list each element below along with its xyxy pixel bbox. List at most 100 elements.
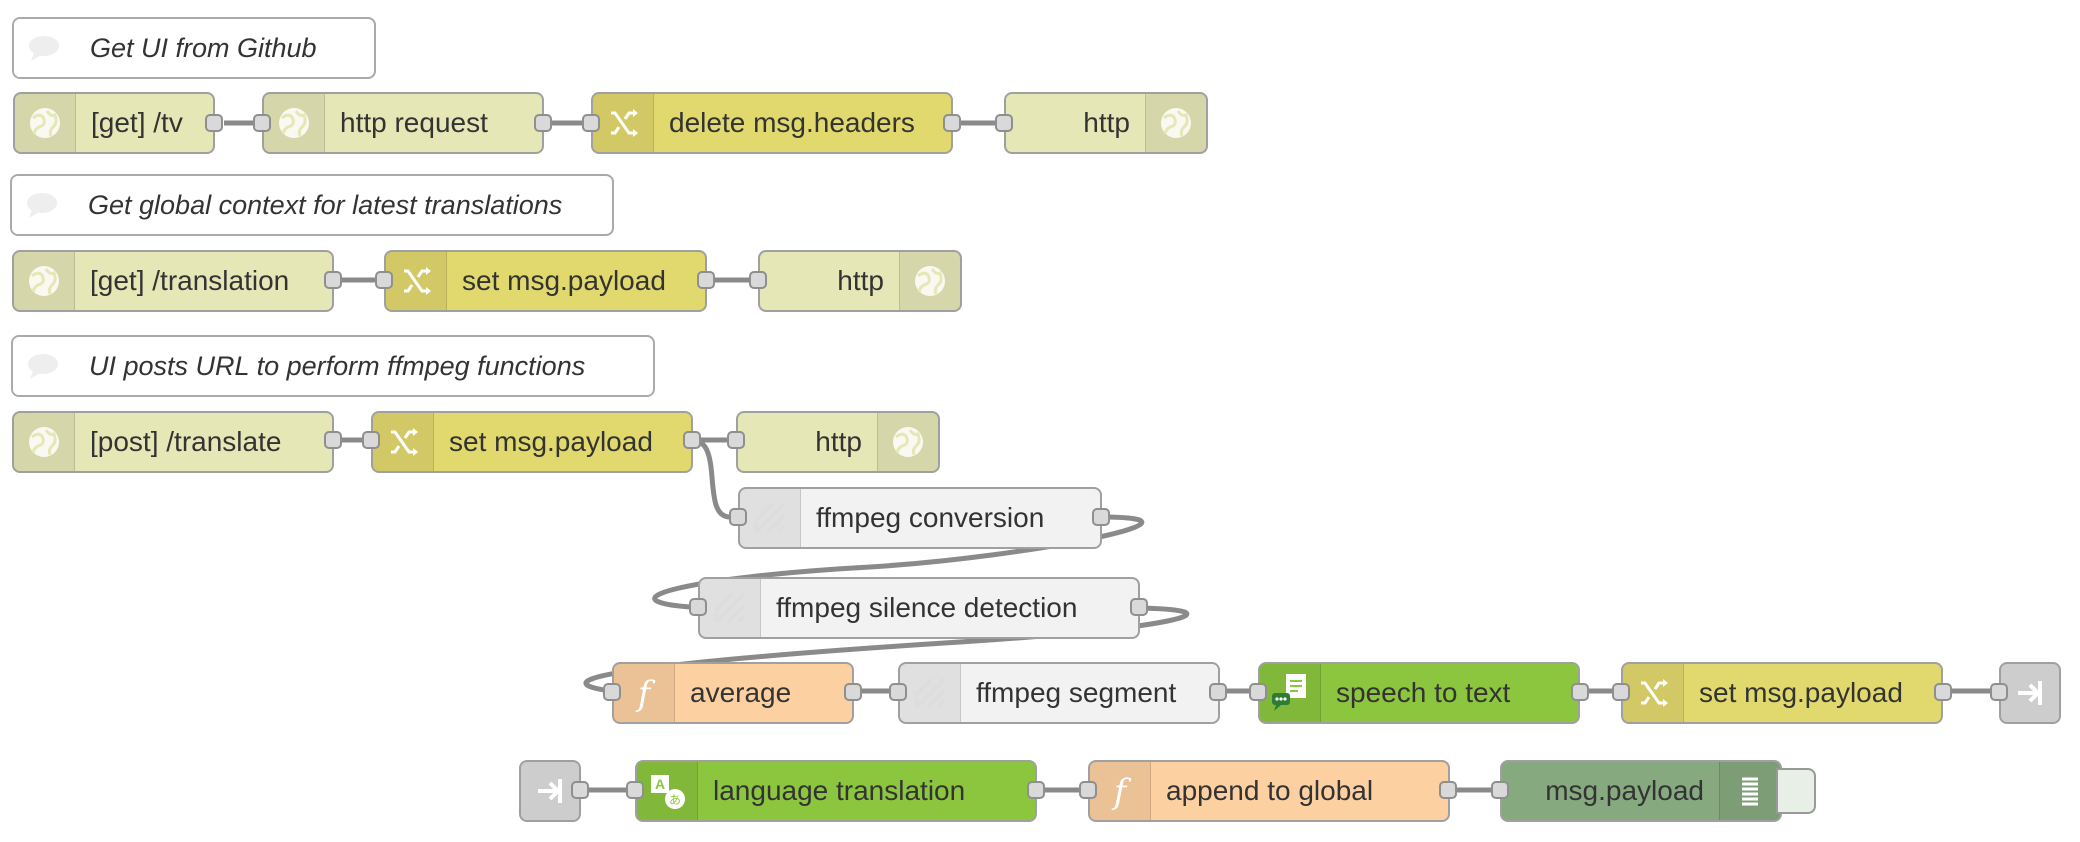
http-in-get-tv-node[interactable]: [get] /tv bbox=[13, 92, 215, 154]
output-port[interactable] bbox=[205, 114, 223, 132]
output-port[interactable] bbox=[1130, 598, 1148, 616]
link-in-node[interactable] bbox=[519, 760, 581, 822]
output-port[interactable] bbox=[1209, 683, 1227, 701]
output-port[interactable] bbox=[1027, 781, 1045, 799]
node-label: set msg.payload bbox=[449, 426, 653, 457]
node-label: set msg.payload bbox=[1699, 677, 1903, 708]
change-delete-headers-node[interactable]: delete msg.headers bbox=[591, 92, 953, 154]
node-label: Get UI from Github bbox=[90, 32, 317, 63]
wire[interactable] bbox=[583, 605, 1190, 694]
node-label: ffmpeg silence detection bbox=[776, 592, 1078, 623]
input-port[interactable] bbox=[729, 508, 747, 526]
svg-text:f: f bbox=[1111, 772, 1132, 812]
http-response-node[interactable]: http bbox=[758, 250, 962, 312]
output-port[interactable] bbox=[324, 271, 342, 289]
http-in-post-translate-node[interactable]: [post] /translate bbox=[12, 411, 334, 473]
output-port[interactable] bbox=[1092, 508, 1110, 526]
comment-ui-posts-node[interactable]: UI posts URL to perform ffmpeg functions bbox=[11, 335, 655, 397]
link-icon bbox=[521, 762, 579, 820]
svg-text:f: f bbox=[635, 674, 656, 714]
output-port[interactable] bbox=[844, 683, 862, 701]
http-in-get-translation-node[interactable]: [get] /translation bbox=[12, 250, 334, 312]
change-set-payload-node[interactable]: set msg.payload bbox=[384, 250, 707, 312]
globe-icon bbox=[1145, 94, 1206, 152]
shuffle-icon bbox=[593, 94, 654, 152]
ffmpeg-icon bbox=[740, 489, 801, 547]
node-label: average bbox=[690, 677, 792, 708]
node-label: language translation bbox=[713, 775, 966, 806]
input-port[interactable] bbox=[727, 431, 745, 449]
output-port[interactable] bbox=[683, 431, 701, 449]
shuffle-icon bbox=[1623, 664, 1684, 722]
function-append-global-node[interactable]: f append to global bbox=[1088, 760, 1450, 822]
input-port[interactable] bbox=[1249, 683, 1267, 701]
output-port[interactable] bbox=[1934, 683, 1952, 701]
comment-icon bbox=[12, 176, 72, 234]
input-port[interactable] bbox=[1612, 683, 1630, 701]
output-port[interactable] bbox=[943, 114, 961, 132]
node-label: http bbox=[1083, 107, 1130, 138]
output-port[interactable] bbox=[1571, 683, 1589, 701]
input-port[interactable] bbox=[362, 431, 380, 449]
input-port[interactable] bbox=[1491, 781, 1509, 799]
node-label: [get] /translation bbox=[90, 265, 290, 296]
output-port[interactable] bbox=[1439, 781, 1457, 799]
http-request-node[interactable]: http request bbox=[262, 92, 544, 154]
input-port[interactable] bbox=[889, 683, 907, 701]
link-out-node[interactable] bbox=[1999, 662, 2061, 724]
input-port[interactable] bbox=[253, 114, 271, 132]
ffmpeg-segment-node[interactable]: ffmpeg segment bbox=[898, 662, 1220, 724]
input-port[interactable] bbox=[689, 598, 707, 616]
node-label: http bbox=[815, 426, 862, 457]
output-port[interactable] bbox=[534, 114, 552, 132]
http-response-node[interactable]: http bbox=[736, 411, 940, 473]
input-port[interactable] bbox=[995, 114, 1013, 132]
comment-global-context-node[interactable]: Get global context for latest translatio… bbox=[10, 174, 614, 236]
input-port[interactable] bbox=[582, 114, 600, 132]
speech-to-text-icon bbox=[1260, 664, 1321, 722]
node-label: set msg.payload bbox=[462, 265, 666, 296]
node-label: append to global bbox=[1166, 775, 1374, 806]
output-port[interactable] bbox=[697, 271, 715, 289]
http-response-node[interactable]: http bbox=[1004, 92, 1208, 154]
speech-to-text-node[interactable]: speech to text bbox=[1258, 662, 1580, 724]
input-port[interactable] bbox=[626, 781, 644, 799]
change-set-payload-node[interactable]: set msg.payload bbox=[1621, 662, 1943, 724]
output-port[interactable] bbox=[324, 431, 342, 449]
debug-list-icon bbox=[1719, 762, 1780, 820]
node-label: Get global context for latest translatio… bbox=[88, 189, 563, 220]
ffmpeg-silence-detection-node[interactable]: ffmpeg silence detection bbox=[698, 577, 1140, 639]
input-port[interactable] bbox=[1079, 781, 1097, 799]
comment-icon bbox=[13, 337, 73, 395]
ffmpeg-conversion-node[interactable]: ffmpeg conversion bbox=[738, 487, 1102, 549]
function-icon: f bbox=[1090, 762, 1151, 820]
input-port[interactable] bbox=[603, 683, 621, 701]
input-port[interactable] bbox=[375, 271, 393, 289]
link-icon bbox=[2001, 664, 2059, 722]
debug-toggle-button[interactable] bbox=[1776, 768, 1816, 814]
globe-icon bbox=[899, 252, 960, 310]
node-label: ffmpeg conversion bbox=[816, 502, 1045, 533]
output-port[interactable] bbox=[571, 781, 589, 799]
node-label: http bbox=[837, 265, 884, 296]
node-label: [get] /tv bbox=[91, 107, 183, 138]
node-label: http request bbox=[340, 107, 488, 138]
debug-msg-payload-node[interactable]: msg.payload bbox=[1500, 760, 1782, 822]
node-label: ffmpeg segment bbox=[976, 677, 1177, 708]
svg-text:あ: あ bbox=[669, 793, 681, 807]
node-label: [post] /translate bbox=[90, 426, 282, 457]
wire[interactable] bbox=[652, 514, 1145, 610]
wire[interactable] bbox=[691, 437, 731, 520]
comment-get-ui-node[interactable]: Get UI from Github bbox=[12, 17, 376, 79]
input-port[interactable] bbox=[749, 271, 767, 289]
input-port[interactable] bbox=[1990, 683, 2008, 701]
ffmpeg-icon bbox=[700, 579, 761, 637]
globe-icon bbox=[877, 413, 938, 471]
change-set-payload-node[interactable]: set msg.payload bbox=[371, 411, 693, 473]
globe-icon bbox=[264, 94, 325, 152]
function-average-node[interactable]: f average bbox=[612, 662, 854, 724]
ffmpeg-icon bbox=[900, 664, 961, 722]
